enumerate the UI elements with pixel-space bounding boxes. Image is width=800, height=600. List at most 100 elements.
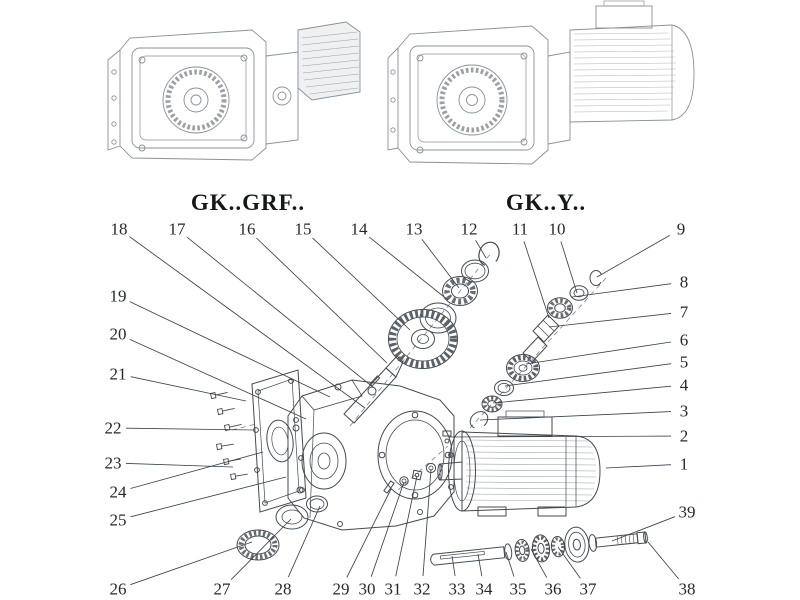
leader-line-12 [475,239,487,259]
part-callout-7: 7 [679,302,689,322]
part-callout-29: 29 [332,579,350,599]
output-flange [387,47,399,151]
leader-line-23 [125,462,234,468]
leader-line-15 [312,237,411,331]
leader-line-13 [421,239,460,289]
leader-line-34 [477,553,483,577]
part-callout-8: 8 [679,272,689,292]
input-pinion-set [469,270,603,429]
output-flange [107,49,121,151]
retaining-ring [469,411,489,429]
part-callout-31: 31 [384,579,402,599]
small-fasteners [383,462,437,494]
leader-line-33 [451,555,456,577]
housing-face [409,45,535,151]
pinion-teeth [532,314,560,343]
leader-line-35 [505,551,515,577]
leader-line-11 [523,241,550,319]
part-callout-38: 38 [678,579,696,599]
part-callout-19: 19 [109,286,127,306]
part-callout-36: 36 [544,579,562,599]
part-callout-15: 15 [294,219,312,239]
part-callout-25: 25 [109,510,127,530]
part-callout-35: 35 [509,579,527,599]
fan-cowl-fins [301,31,360,95]
part-callout-18: 18 [110,219,128,239]
leader-line-6 [525,341,672,365]
leader-line-39 [611,516,676,542]
snap-ring [589,270,603,286]
part-callout-9: 9 [676,219,686,239]
part-callout-39: 39 [678,502,696,522]
part-callout-16: 16 [238,219,256,239]
leader-line-16 [256,237,388,364]
gear-bore [436,64,508,136]
leader-line-8 [571,283,672,298]
motor-shaft [439,461,463,481]
leader-line-30 [370,481,405,577]
model-caption-grf: GK..GRF.. [190,190,306,215]
part-callout-21: 21 [109,364,127,384]
part-callout-33: 33 [448,579,466,599]
leader-line-24 [130,451,264,489]
washer [588,534,598,552]
part-callout-10: 10 [548,219,566,239]
leader-line-29 [346,488,392,578]
part-callout-37: 37 [579,579,597,599]
oil-seal [275,504,309,530]
leader-line-1 [605,464,672,469]
cover-seal-rings [236,495,328,561]
lock-nut [636,531,647,545]
part-callout-26: 26 [109,579,127,599]
part-callout-6: 6 [679,330,689,350]
motor-fins [465,439,597,502]
snap-ring [478,241,500,267]
leader-line-14 [368,236,449,301]
part-callout-1: 1 [679,454,689,474]
housing-outline [397,25,549,165]
part-callout-2: 2 [679,426,689,446]
leader-line-4 [492,385,672,404]
part-callout-27: 27 [213,579,231,599]
part-callout-13: 13 [405,219,423,239]
part-callout-17: 17 [168,219,186,239]
ball-bearing [547,297,573,319]
gear-housing [287,379,455,531]
part-callout-22: 22 [104,418,122,438]
part-callout-32: 32 [413,579,431,599]
motor-fins [573,32,677,113]
part-callout-5: 5 [679,352,689,372]
leader-lines [125,235,680,586]
wave-washer [236,529,280,561]
motor-body [461,431,601,512]
leader-line-21 [130,376,247,402]
washer [504,543,513,561]
keyed-shaft [430,546,506,566]
leader-line-25 [130,476,287,518]
leader-line-28 [287,505,321,578]
part-callout-30: 30 [358,579,376,599]
part-callout-12: 12 [460,219,478,239]
part-callout-24: 24 [109,482,127,502]
motor-foot [477,506,507,517]
leader-line-22 [125,427,254,431]
assembly-axis-lines [231,251,607,491]
part-callout-3: 3 [679,401,689,421]
washer [569,285,589,301]
part-callout-28: 28 [274,579,292,599]
leader-line-2 [448,435,672,438]
gear-ring [419,302,457,334]
leader-line-38 [647,541,680,580]
motor-body [569,24,695,123]
part-callout-4: 4 [679,375,689,395]
leader-line-17 [186,236,375,389]
leader-line-7 [548,312,672,328]
leader-line-37 [557,546,581,579]
ball-bearing [514,538,530,562]
electric-motor [437,410,601,517]
leader-line-26 [130,541,253,586]
ball-bearing [442,276,478,306]
vent-plug [442,430,452,444]
washer [399,476,409,486]
